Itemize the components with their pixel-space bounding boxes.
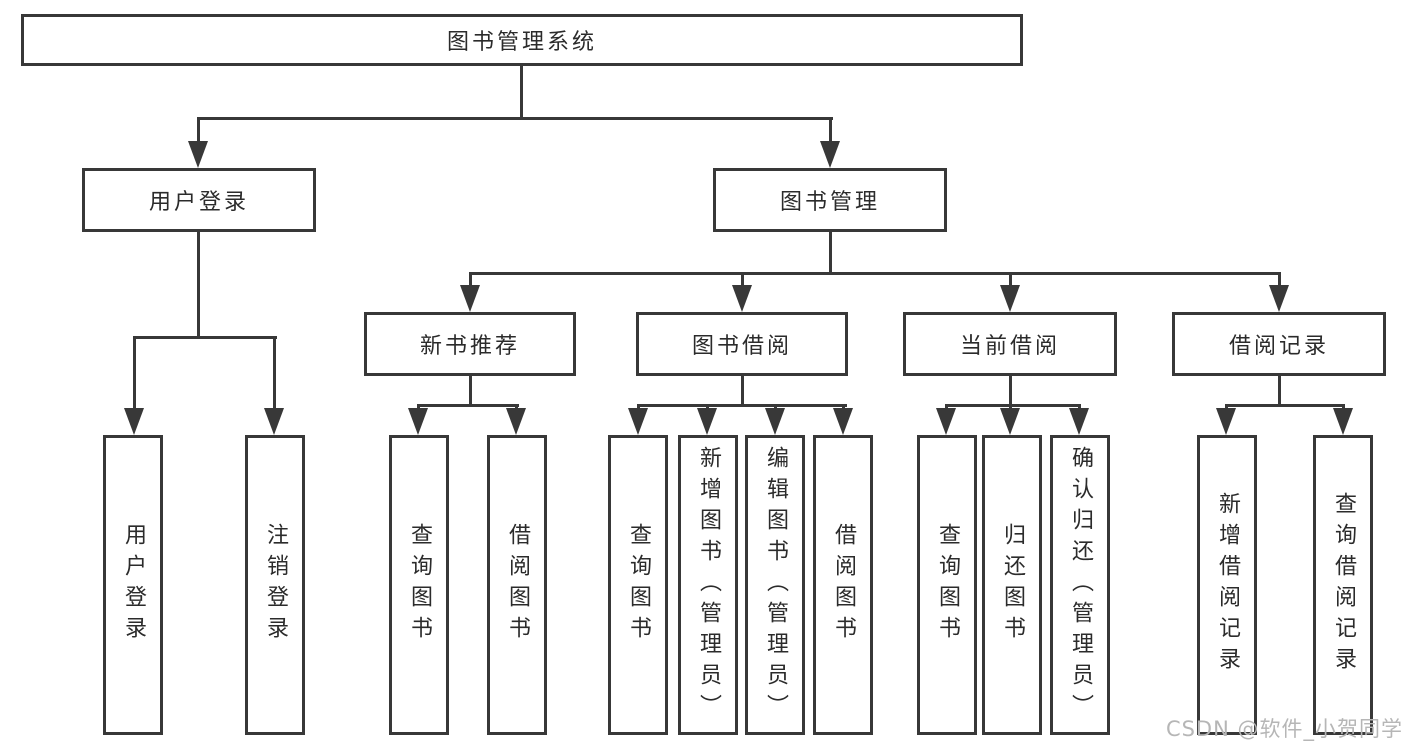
- leaf-label: 用户登录: [121, 523, 146, 647]
- down-arrow-icon: [1000, 408, 1020, 435]
- leaf-query-books-recommendation: 查询图书: [389, 435, 449, 735]
- connector-line: [197, 117, 200, 145]
- node-new-book-recommendation: 新书推荐: [364, 312, 576, 376]
- connector-line: [829, 117, 832, 145]
- connector-line: [133, 336, 136, 411]
- leaf-label: 新增借阅记录: [1215, 492, 1240, 678]
- down-arrow-icon: [1000, 285, 1020, 312]
- leaf-query-books-current: 查询图书: [917, 435, 977, 735]
- connector-line: [197, 232, 200, 339]
- connector-line: [273, 336, 276, 411]
- connector-line: [1009, 376, 1012, 407]
- node-current-borrowing: 当前借阅: [903, 312, 1117, 376]
- down-arrow-icon: [1333, 408, 1353, 435]
- down-arrow-icon: [765, 408, 785, 435]
- connector-line: [829, 232, 832, 275]
- leaf-query-books-borrowing: 查询图书: [608, 435, 668, 735]
- leaf-label: 编辑图书（管理员）: [763, 445, 788, 725]
- leaf-label: 查询图书: [626, 523, 651, 647]
- connector-line: [520, 66, 523, 119]
- down-arrow-icon: [506, 408, 526, 435]
- connector-line: [417, 404, 519, 407]
- connector-line: [741, 376, 744, 407]
- down-arrow-icon: [124, 408, 144, 435]
- connector-line: [945, 404, 1081, 407]
- leaf-label: 借阅图书: [505, 523, 530, 647]
- down-arrow-icon: [1269, 285, 1289, 312]
- down-arrow-icon: [936, 408, 956, 435]
- csdn-watermark: CSDN @软件_小贺同学: [1165, 717, 1403, 741]
- leaf-label: 查询图书: [407, 523, 432, 647]
- connector-line: [469, 272, 472, 288]
- connector-line: [1009, 272, 1012, 288]
- down-arrow-icon: [833, 408, 853, 435]
- leaf-edit-book-admin: 编辑图书（管理员）: [745, 435, 805, 735]
- down-arrow-icon: [460, 285, 480, 312]
- node-book-management: 图书管理: [713, 168, 947, 232]
- down-arrow-icon: [820, 141, 840, 168]
- down-arrow-icon: [408, 408, 428, 435]
- connector-line: [469, 376, 472, 407]
- down-arrow-icon: [1216, 408, 1236, 435]
- down-arrow-icon: [264, 408, 284, 435]
- leaf-label: 新增图书（管理员）: [696, 445, 721, 725]
- node-borrowing-records: 借阅记录: [1172, 312, 1386, 376]
- down-arrow-icon: [628, 408, 648, 435]
- down-arrow-icon: [697, 408, 717, 435]
- leaf-user-login: 用户登录: [103, 435, 163, 735]
- connector-line: [133, 336, 277, 339]
- leaf-borrow-books-recommendation: 借阅图书: [487, 435, 547, 735]
- leaf-add-borrow-record: 新增借阅记录: [1197, 435, 1257, 735]
- leaf-logout: 注销登录: [245, 435, 305, 735]
- down-arrow-icon: [1069, 408, 1089, 435]
- leaf-confirm-return-admin: 确认归还（管理员）: [1050, 435, 1110, 735]
- node-book-borrowing: 图书借阅: [636, 312, 848, 376]
- node-user-login: 用户登录: [82, 168, 316, 232]
- leaf-return-books: 归还图书: [982, 435, 1042, 735]
- leaf-borrow-books-borrowing: 借阅图书: [813, 435, 873, 735]
- connector-line: [1278, 272, 1281, 288]
- connector-line: [1225, 404, 1345, 407]
- down-arrow-icon: [732, 285, 752, 312]
- leaf-label: 注销登录: [263, 523, 288, 647]
- node-library-management-system: 图书管理系统: [21, 14, 1023, 66]
- leaf-label: 查询图书: [935, 523, 960, 647]
- down-arrow-icon: [188, 141, 208, 168]
- connector-line: [741, 272, 744, 288]
- connector-line: [637, 404, 847, 407]
- leaf-label: 查询借阅记录: [1331, 492, 1356, 678]
- leaf-label: 归还图书: [1000, 523, 1025, 647]
- leaf-query-borrow-record: 查询借阅记录: [1313, 435, 1373, 735]
- connector-line: [1278, 376, 1281, 407]
- leaf-add-book-admin: 新增图书（管理员）: [678, 435, 738, 735]
- connector-line: [469, 272, 1281, 275]
- leaf-label: 确认归还（管理员）: [1068, 445, 1093, 725]
- connector-line: [197, 117, 833, 120]
- leaf-label: 借阅图书: [831, 523, 856, 647]
